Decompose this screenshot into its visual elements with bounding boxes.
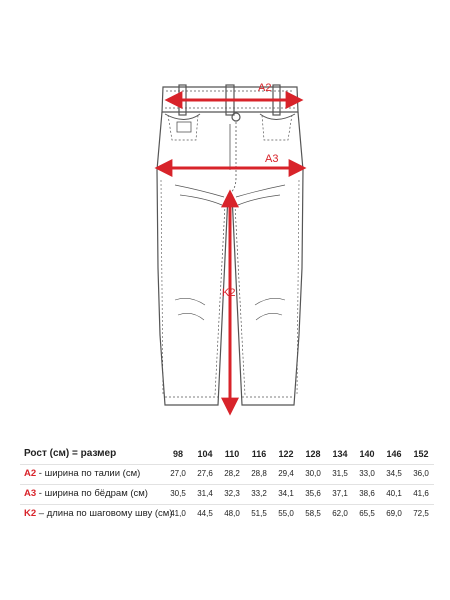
row-description: - ширина по бёдрам (см) — [36, 488, 148, 499]
size-header: 128 — [305, 449, 321, 459]
table-cell: 34,1 — [278, 489, 294, 498]
table-row-a2: A2 - ширина по талии (см) 27,0 27,6 28,2… — [0, 466, 450, 482]
row-description: – длина по шаговому шву (см) — [36, 508, 173, 519]
size-header: 134 — [332, 449, 348, 459]
table-cell: 72,5 — [413, 509, 429, 518]
table-cell: 62,0 — [332, 509, 348, 518]
a3-label: A3 — [265, 153, 278, 165]
size-header: 110 — [224, 449, 240, 459]
a2-label: A2 — [258, 82, 271, 94]
size-header: 146 — [386, 449, 402, 459]
k2-label: K2 — [222, 287, 235, 299]
size-header: 140 — [359, 449, 375, 459]
table-cell: 28,2 — [224, 469, 240, 478]
table-cell: 28,8 — [251, 469, 267, 478]
size-header: 104 — [197, 449, 213, 459]
table-cell: 33,2 — [251, 489, 267, 498]
table-cell: 41,6 — [413, 489, 429, 498]
table-cell: 41,0 — [170, 509, 186, 518]
table-cell: 36,0 — [413, 469, 429, 478]
pants-drawing: A2 A3 K2 — [154, 82, 307, 416]
table-cell: 51,5 — [251, 509, 267, 518]
table-cell: 37,1 — [332, 489, 348, 498]
table-cell: 48,0 — [224, 509, 240, 518]
table-cell: 34,5 — [386, 469, 402, 478]
divider — [20, 484, 434, 485]
table-header-row: Рост (см) = размер 98 104 110 116 122 12… — [0, 446, 450, 462]
table-cell: 35,6 — [305, 489, 321, 498]
table-cell: 32,3 — [224, 489, 240, 498]
table-row-k2: K2 – длина по шаговому шву (см) 41,0 44,… — [0, 506, 450, 522]
table-cell: 55,0 — [278, 509, 294, 518]
size-header: 98 — [172, 449, 183, 459]
table-cell: 29,4 — [278, 469, 294, 478]
table-cell: 27,0 — [170, 469, 186, 478]
table-cell: 33,0 — [359, 469, 375, 478]
table-cell: 40,1 — [386, 489, 402, 498]
size-header: 122 — [278, 449, 294, 459]
table-row-a3: A3 - ширина по бёдрам (см) 30,5 31,4 32,… — [0, 486, 450, 502]
size-header: 152 — [413, 449, 429, 459]
table-cell: 44,5 — [197, 509, 213, 518]
table-cell: 27,6 — [197, 469, 213, 478]
row-label: K2 – длина по шаговому шву (см) — [24, 506, 173, 522]
pants-diagram: A2 A3 K2 — [154, 82, 307, 416]
row-description: - ширина по талии (см) — [36, 468, 141, 479]
row-label: A3 - ширина по бёдрам (см) — [24, 486, 148, 502]
table-cell: 65,5 — [359, 509, 375, 518]
row-code: K2 — [24, 508, 37, 519]
divider — [20, 464, 434, 465]
size-header: 116 — [251, 449, 267, 459]
table-cell: 31,4 — [197, 489, 213, 498]
table-cell: 31,5 — [332, 469, 348, 478]
table-cell: 38,6 — [359, 489, 375, 498]
row-code: A2 — [24, 468, 37, 479]
table-cell: 30,5 — [170, 489, 186, 498]
table-cell: 69,0 — [386, 509, 402, 518]
table-cell: 58,5 — [305, 509, 321, 518]
row-label: A2 - ширина по талии (см) — [24, 466, 140, 482]
table-cell: 30,0 — [305, 469, 321, 478]
header-label: Рост (см) = размер — [24, 448, 117, 459]
divider — [20, 504, 434, 505]
row-code: A3 — [24, 488, 37, 499]
